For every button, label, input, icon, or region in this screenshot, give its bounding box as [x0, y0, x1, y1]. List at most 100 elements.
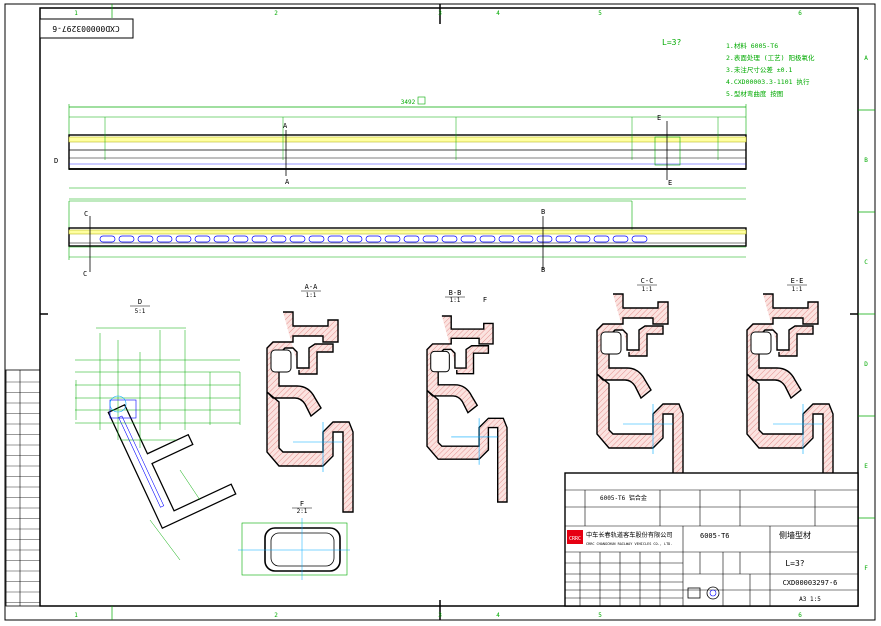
marker-c-top: C	[84, 210, 88, 218]
company-name-en: CRRC CHANGCHUN RAILWAY VEHICLES CO., LTD…	[586, 542, 672, 546]
stamp-box	[39, 18, 134, 39]
section-a-scale: 1:1	[306, 292, 317, 299]
slot-hole	[232, 235, 249, 243]
zone-number-bottom: 4	[496, 612, 500, 619]
detail-d-view	[75, 327, 241, 561]
detail-f-title: F	[300, 500, 304, 508]
marker-d: D	[54, 157, 58, 165]
slot-hole	[346, 235, 363, 243]
company-name-cn: 中车长春轨道客车股份有限公司	[586, 531, 673, 539]
revision-table	[5, 369, 41, 607]
marker-b-top: B	[541, 208, 545, 216]
zone-number-bottom: 5	[598, 612, 602, 619]
slot-hole	[308, 235, 325, 243]
part-code: 6005-T6	[700, 532, 730, 540]
zone-number-top: 5	[598, 10, 602, 17]
slot-hole	[213, 235, 230, 243]
slot-hole	[460, 235, 477, 243]
dim-overall: 3492	[401, 99, 416, 106]
slot-hole	[574, 235, 591, 243]
zone-letter: B	[864, 157, 868, 164]
tech-note-2: 2.表面处理 (工艺) 阳极氧化	[726, 53, 815, 62]
zone-letter: F	[864, 565, 868, 572]
slot-hole	[327, 235, 344, 243]
stamp-code: CXD000003297-6	[52, 24, 120, 33]
projection-symbol	[687, 587, 701, 599]
profile-section	[746, 293, 834, 495]
zone-number-top: 6	[798, 10, 802, 17]
logo-text: CRRC	[569, 536, 581, 542]
zone-number-bottom: 3	[438, 612, 442, 619]
cross-sections	[266, 293, 834, 513]
zone-number-top: 3	[438, 10, 442, 17]
zone-number-bottom: 1	[74, 612, 78, 619]
tech-note-4: 4.CXD00003.3-1101 执行	[726, 77, 810, 86]
slot-hole	[137, 235, 154, 243]
marker-e-bottom: E	[668, 179, 672, 187]
slot-hole	[498, 235, 515, 243]
slot-hole	[365, 235, 382, 243]
section-c-scale: 1:1	[642, 286, 653, 293]
profile-section	[426, 315, 508, 503]
slot-hole	[555, 235, 572, 243]
marker-a-bottom: A	[285, 178, 290, 186]
zone-letter: C	[864, 259, 868, 266]
marker-b-bottom: B	[541, 266, 545, 274]
slot-hole	[479, 235, 496, 243]
profile-section	[266, 311, 354, 513]
slot-hole	[441, 235, 458, 243]
slot-hole	[175, 235, 192, 243]
slot-hole	[99, 235, 116, 243]
zone-number-bottom: 6	[798, 612, 802, 619]
slot-hole	[403, 235, 420, 243]
zone-letter: D	[864, 361, 868, 368]
drawing-number: CXD00003297-6	[783, 579, 838, 587]
section-b-title: B-B	[449, 289, 462, 297]
slot-hole	[156, 235, 173, 243]
section-e-title: E-E	[791, 277, 804, 285]
slot-hole	[536, 235, 553, 243]
slot-hole	[270, 235, 287, 243]
section-e-scale: 1:1	[792, 286, 803, 293]
marker-c-bottom: C	[83, 270, 87, 278]
tech-note-3: 3.未注尺寸公差 ±0.1	[726, 65, 792, 74]
company-logo	[567, 530, 583, 544]
zone-number-bottom: 2	[274, 612, 278, 619]
slot-hole	[631, 235, 648, 243]
detail-f-view	[238, 518, 350, 580]
section-a-title: A-A	[305, 283, 318, 291]
zone-letter: E	[864, 463, 868, 470]
detail-d-title: D	[138, 298, 142, 306]
tech-note-5: 5.型材弯曲度 按图	[726, 89, 783, 98]
profile-section	[596, 293, 684, 495]
marker-f: F	[483, 296, 487, 304]
part-name: 侧墙型材	[779, 530, 811, 540]
detail-f-scale: 2:1	[297, 508, 308, 515]
length-label: L=3?	[662, 38, 681, 47]
detail-d-scale: 5:1	[135, 308, 146, 315]
slot-hole	[289, 235, 306, 243]
inner-frame	[39, 7, 859, 607]
slot-hole	[194, 235, 211, 243]
slot-hole	[517, 235, 534, 243]
material-row: 6005-T6 铝合金	[600, 494, 647, 502]
slot-hole	[384, 235, 401, 243]
tech-note-1: 1.材料 6005-T6	[726, 41, 778, 50]
zone-letter: A	[864, 55, 868, 62]
slot-hole	[612, 235, 629, 243]
slot-hole	[118, 235, 135, 243]
slot-hole	[422, 235, 439, 243]
profile-view-top: 3492 A A E E D	[54, 96, 747, 200]
zone-number-top: 1	[74, 10, 78, 17]
section-b-scale: 1:1	[450, 297, 461, 304]
slot-hole	[251, 235, 268, 243]
weight-value: L=3?	[785, 559, 804, 568]
zone-number-top: 4	[496, 10, 500, 17]
marker-a-top: A	[283, 122, 288, 130]
marker-e-top: E	[657, 114, 661, 122]
slot-hole	[593, 235, 610, 243]
zone-number-top: 2	[274, 10, 278, 17]
section-c-title: C-C	[641, 277, 654, 285]
